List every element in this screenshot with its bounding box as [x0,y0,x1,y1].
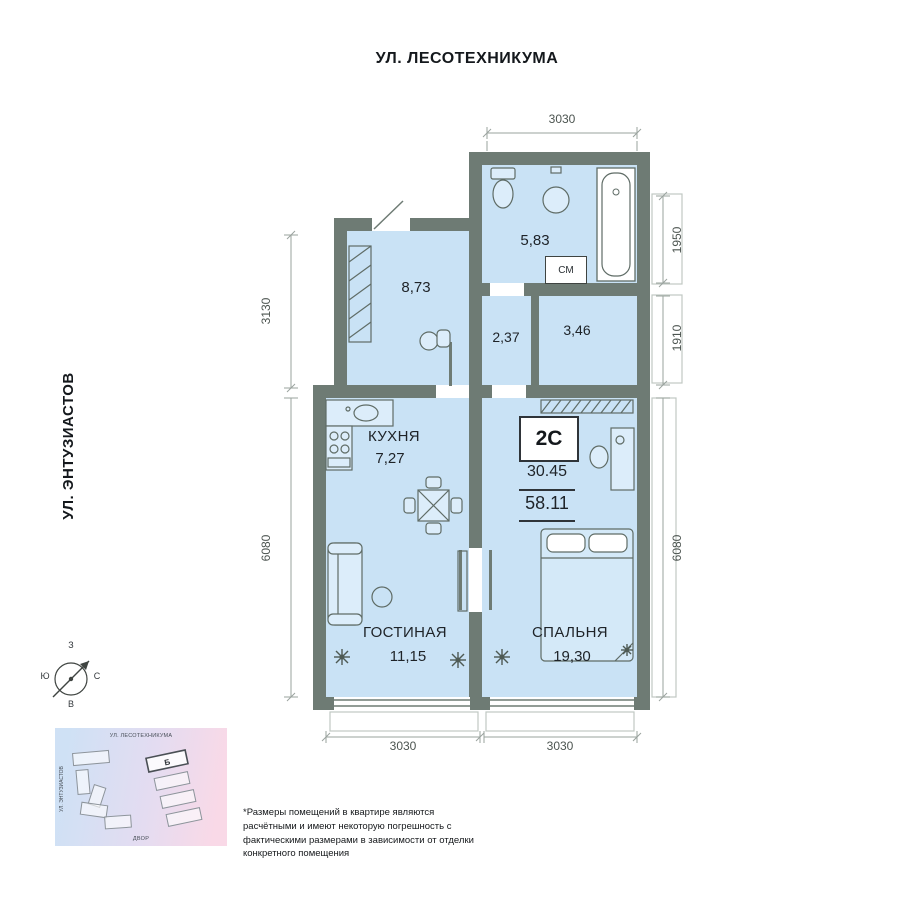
hallway-wardrobe-hatch-icon [348,245,372,343]
total-area-label: 58.11 [525,493,569,513]
dim-right-middle: 1910 [670,324,684,352]
living-area-label: 11,15 [389,648,427,665]
minimap-yard-label: ДВОР [132,836,150,842]
dim-right-bottom: 6080 [670,534,684,562]
area-underline [519,520,575,522]
washing-machine-label: СМ [558,264,574,276]
street-label-left: УЛ. ЭНТУЗИАСТОВ [60,372,77,520]
hallway-bench-icon [419,329,451,351]
minimap-street-left: УЛ. ЭНТУЗИАСТОВ [59,766,65,812]
sofa-icon [327,542,363,626]
compass-south-label: Ю [40,671,50,681]
plant-icon [494,649,510,665]
dimension-lines [284,127,670,743]
dim-right-top: 1950 [670,226,684,254]
bedroom-name-label: СПАЛЬНЯ [531,624,609,641]
hallway-area-label: 8,73 [401,279,431,296]
site-minimap: Б УЛ. ЛЕСОТЕХНИКУМА УЛ. ЭНТУЗИАСТОВ ДВОР [55,728,227,846]
dim-top: 3030 [548,112,576,126]
washing-machine-box: СМ [545,256,587,284]
bathtub-icon [596,167,636,282]
minimap-building-b-label: Б [164,757,172,767]
desk-icon [589,427,635,491]
bedroom-area-label: 19,30 [553,648,591,665]
compass-north-label: С [93,671,101,681]
entrance-door-swing-icon [373,200,404,230]
stove-icon [325,425,353,471]
dining-table-icon [403,476,463,535]
living-area-total-label: 30.45 [526,463,568,480]
bathroom-sink-icon [542,166,570,214]
street-label-top: УЛ. ЛЕСОТЕХНИКУМА [375,50,559,67]
compass-east-label: В [67,699,74,709]
kitchen-area-label: 7,27 [375,450,405,467]
exterior-outlines [329,193,683,732]
kitchen-sink-icon [325,399,394,427]
dim-bottom-right: 3030 [546,739,574,753]
toilet-icon [490,167,516,209]
compass-west-label: З [68,640,74,650]
footnote: *Размеры помещений в квартире являются р… [243,807,474,860]
window-bedroom [490,699,634,707]
apartment-type-label: 2С [535,427,563,450]
minimap-building-b [145,749,189,773]
dim-left-bottom: 6080 [259,534,273,562]
tv-stand-icon [457,550,468,612]
door-leaves [449,342,492,610]
window-living [334,699,470,707]
minimap-buildings: Б [72,749,203,830]
wardrobe-area-label: 3,46 [563,322,591,338]
area-divider-line [519,489,575,491]
plant-icon [621,644,633,656]
kitchen-name-label: КУХНЯ [367,428,421,445]
living-name-label: ГОСТИНАЯ [362,624,448,641]
dim-left-top: 3130 [259,297,273,325]
minimap-street-top: УЛ. ЛЕСОТЕХНИКУМА [109,733,173,739]
plant-icon [334,649,350,665]
bedroom-wardrobe-hatch-icon [540,399,634,414]
corridor-area-label: 2,37 [492,329,520,345]
coffee-table-icon [371,586,393,608]
dim-bottom-left: 3030 [389,739,417,753]
plant-icon [450,652,466,668]
room-fill-corridor [482,296,531,385]
compass-icon [52,660,90,698]
room-fill-hallway [347,231,469,385]
apartment-type-badge: 2С [519,416,579,462]
bathroom-area-label: 5,83 [520,232,550,249]
room-fill-wardrobe [539,296,637,385]
bed-icon [540,528,634,662]
